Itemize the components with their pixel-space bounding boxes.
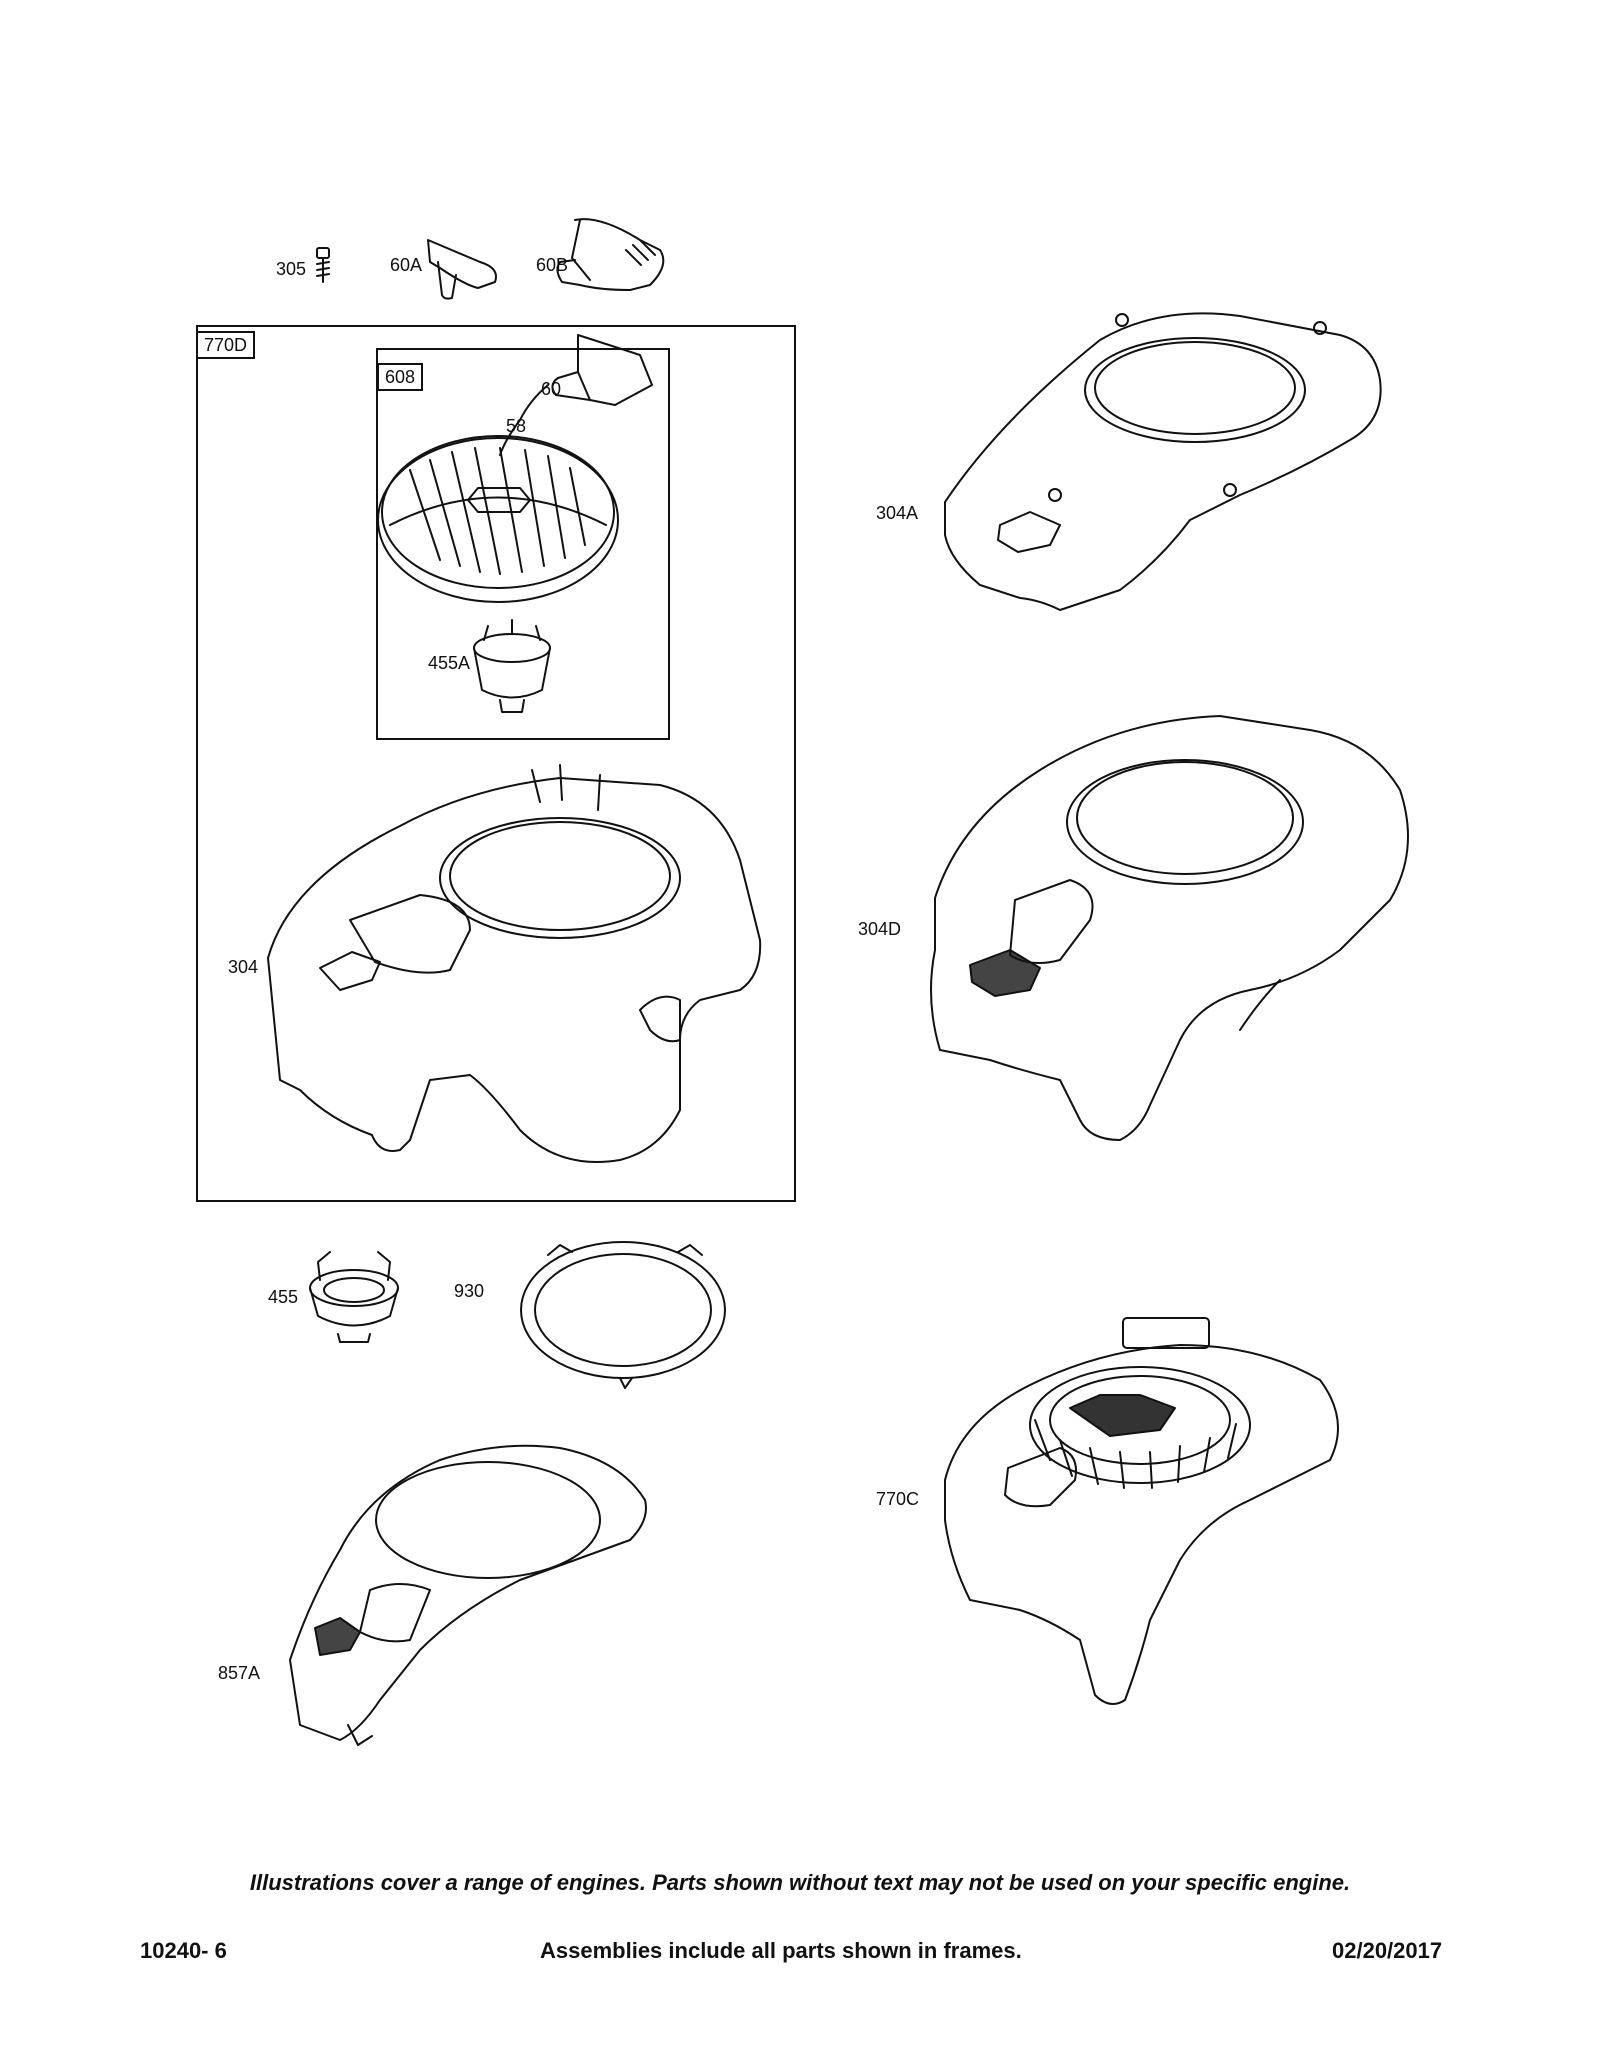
shroud-857A-drawing [289,1444,647,1746]
callout-304A: 304A [876,503,919,523]
callout-930: 930 [454,1281,485,1301]
frame-tag-608: 608 [377,363,424,391]
handle-60A-drawing [427,239,497,300]
frame-608 [376,348,670,740]
recoil-starter-608-drawing [377,435,619,603]
frame-tag-770D: 770D [196,331,256,359]
rope-handle-60-drawing [499,334,653,456]
callout-770C: 770C [876,1489,920,1509]
blower-housing-304D-drawing [930,715,1409,1141]
frame-770D [196,325,796,1202]
callout-455: 455 [268,1287,299,1307]
callout-305: 305 [276,259,307,279]
callout-304: 304 [228,957,259,977]
callout-857A: 857A [218,1663,261,1683]
starter-cup-455-drawing [309,1251,399,1343]
blower-housing-304-drawing [267,764,762,1163]
callout-60: 60 [541,379,562,399]
screw-305-drawing [316,247,330,283]
callout-60B: 60B [536,255,569,275]
doc-number: 10240- 6 [140,1938,227,1963]
starter-cup-455A-drawing [473,619,551,713]
callout-455A: 455A [428,653,471,673]
callout-60A: 60A [390,255,423,275]
callout-58: 58 [506,416,527,436]
ring-930-drawing [520,1241,726,1389]
blower-housing-304A-drawing [944,312,1382,611]
handle-60B-drawing [556,218,665,291]
assemblies-note: Assemblies include all parts shown in fr… [540,1938,1022,1963]
callout-304D: 304D [858,919,902,939]
blower-housing-770C-drawing [944,1317,1339,1705]
doc-date: 02/20/2017 [1332,1938,1443,1963]
disclaimer-text: Illustrations cover a range of engines. … [249,1870,1351,1895]
